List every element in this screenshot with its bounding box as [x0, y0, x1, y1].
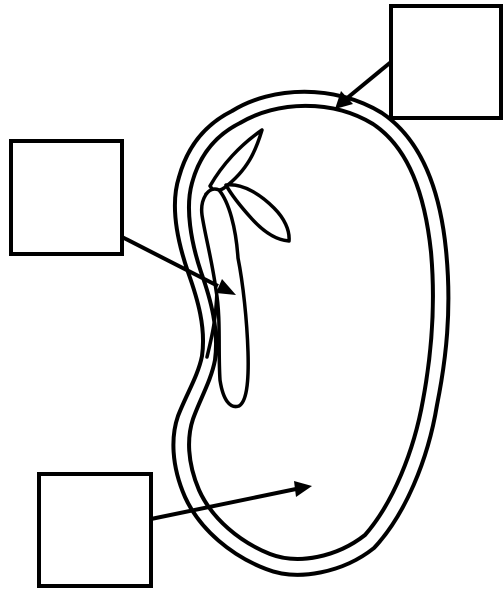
arrow-cotyledon	[150, 481, 312, 521]
arrow-seed-coat	[335, 60, 393, 109]
embryo-radicle	[199, 187, 250, 409]
label-box-left[interactable]	[9, 139, 124, 256]
arrow-embryo	[121, 235, 236, 295]
plumule-leaf-lower	[224, 183, 291, 243]
label-box-top-right[interactable]	[389, 4, 503, 120]
label-box-bottom-left[interactable]	[37, 472, 153, 588]
seed-coat-inner	[186, 103, 435, 561]
